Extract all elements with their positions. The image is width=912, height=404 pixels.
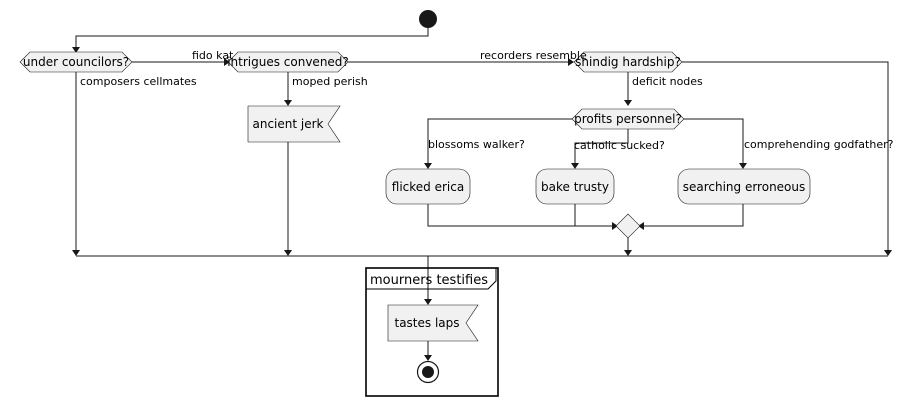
edge-catholic-sucked (574, 129, 629, 163)
action-searching-erroneous: searching erroneous (677, 168, 811, 205)
action-label: ancient jerk (253, 117, 324, 131)
decision-under-councilors: under councilors? (19, 51, 133, 73)
arrowhead (424, 355, 432, 361)
edge-start-to-under-councilors (75, 28, 429, 48)
edge-label: catholic sucked? (574, 139, 665, 152)
edge-label: deficit nodes (632, 75, 703, 88)
decision-label: intrigues convened? (227, 55, 349, 69)
merge-diamond (615, 213, 641, 239)
action-label: bake trusty (541, 180, 609, 194)
arrowhead (571, 163, 579, 169)
edge-label: blossoms walker? (428, 138, 525, 151)
edge-flicked-erica-merge (427, 204, 616, 227)
arrowhead (624, 100, 632, 106)
edge-searching-merge (644, 204, 744, 227)
edge-label: composers cellmates (80, 75, 197, 88)
decision-shindig-hardship: shindig hardship? (573, 51, 683, 73)
group-title: mourners testifies (370, 273, 488, 288)
action-label: searching erroneous (683, 180, 806, 194)
action-label: flicked erica (392, 180, 464, 194)
decision-profits-personnel: profits personnel? (571, 108, 685, 130)
arrowhead (284, 100, 292, 106)
arrowhead (638, 222, 644, 230)
decision-label: shindig hardship? (575, 55, 681, 69)
arrowhead (424, 163, 432, 169)
arrowhead (624, 250, 632, 256)
edge-label: fido kat (192, 49, 234, 62)
edge-bake-trusty-merge (574, 204, 612, 227)
edge-labels: fido kat composers cellmates moped peris… (80, 49, 894, 152)
arrowhead (72, 250, 80, 256)
group-mourners-testifies: mourners testifies (365, 267, 499, 397)
action-bake-trusty: bake trusty (535, 168, 615, 205)
action-label: tastes laps (394, 316, 459, 330)
action-flicked-erica: flicked erica (385, 168, 471, 205)
edge-label: moped perish (292, 75, 368, 88)
edges (72, 28, 892, 361)
arrowhead (284, 250, 292, 256)
arrowhead (739, 163, 747, 169)
decision-label: under councilors? (23, 55, 129, 69)
stop-node (416, 360, 440, 384)
edge-label: comprehending godfather? (744, 138, 894, 151)
edge-shindig-else (682, 61, 889, 251)
arrowhead (424, 299, 432, 305)
arrowhead (72, 47, 80, 53)
arrowhead (884, 250, 892, 256)
edge-blossoms-walker (427, 118, 572, 163)
decision-label: profits personnel? (574, 112, 682, 126)
edge-label: recorders resemble (480, 49, 587, 62)
decision-intrigues-convened: intrigues convened? (227, 51, 349, 73)
action-ancient-jerk: ancient jerk (247, 105, 341, 143)
start-node (419, 10, 437, 28)
edge-comprehending-godfather (684, 118, 744, 163)
arrowhead (568, 58, 574, 66)
action-tastes-laps: tastes laps (387, 304, 479, 342)
arrowhead (224, 58, 230, 66)
